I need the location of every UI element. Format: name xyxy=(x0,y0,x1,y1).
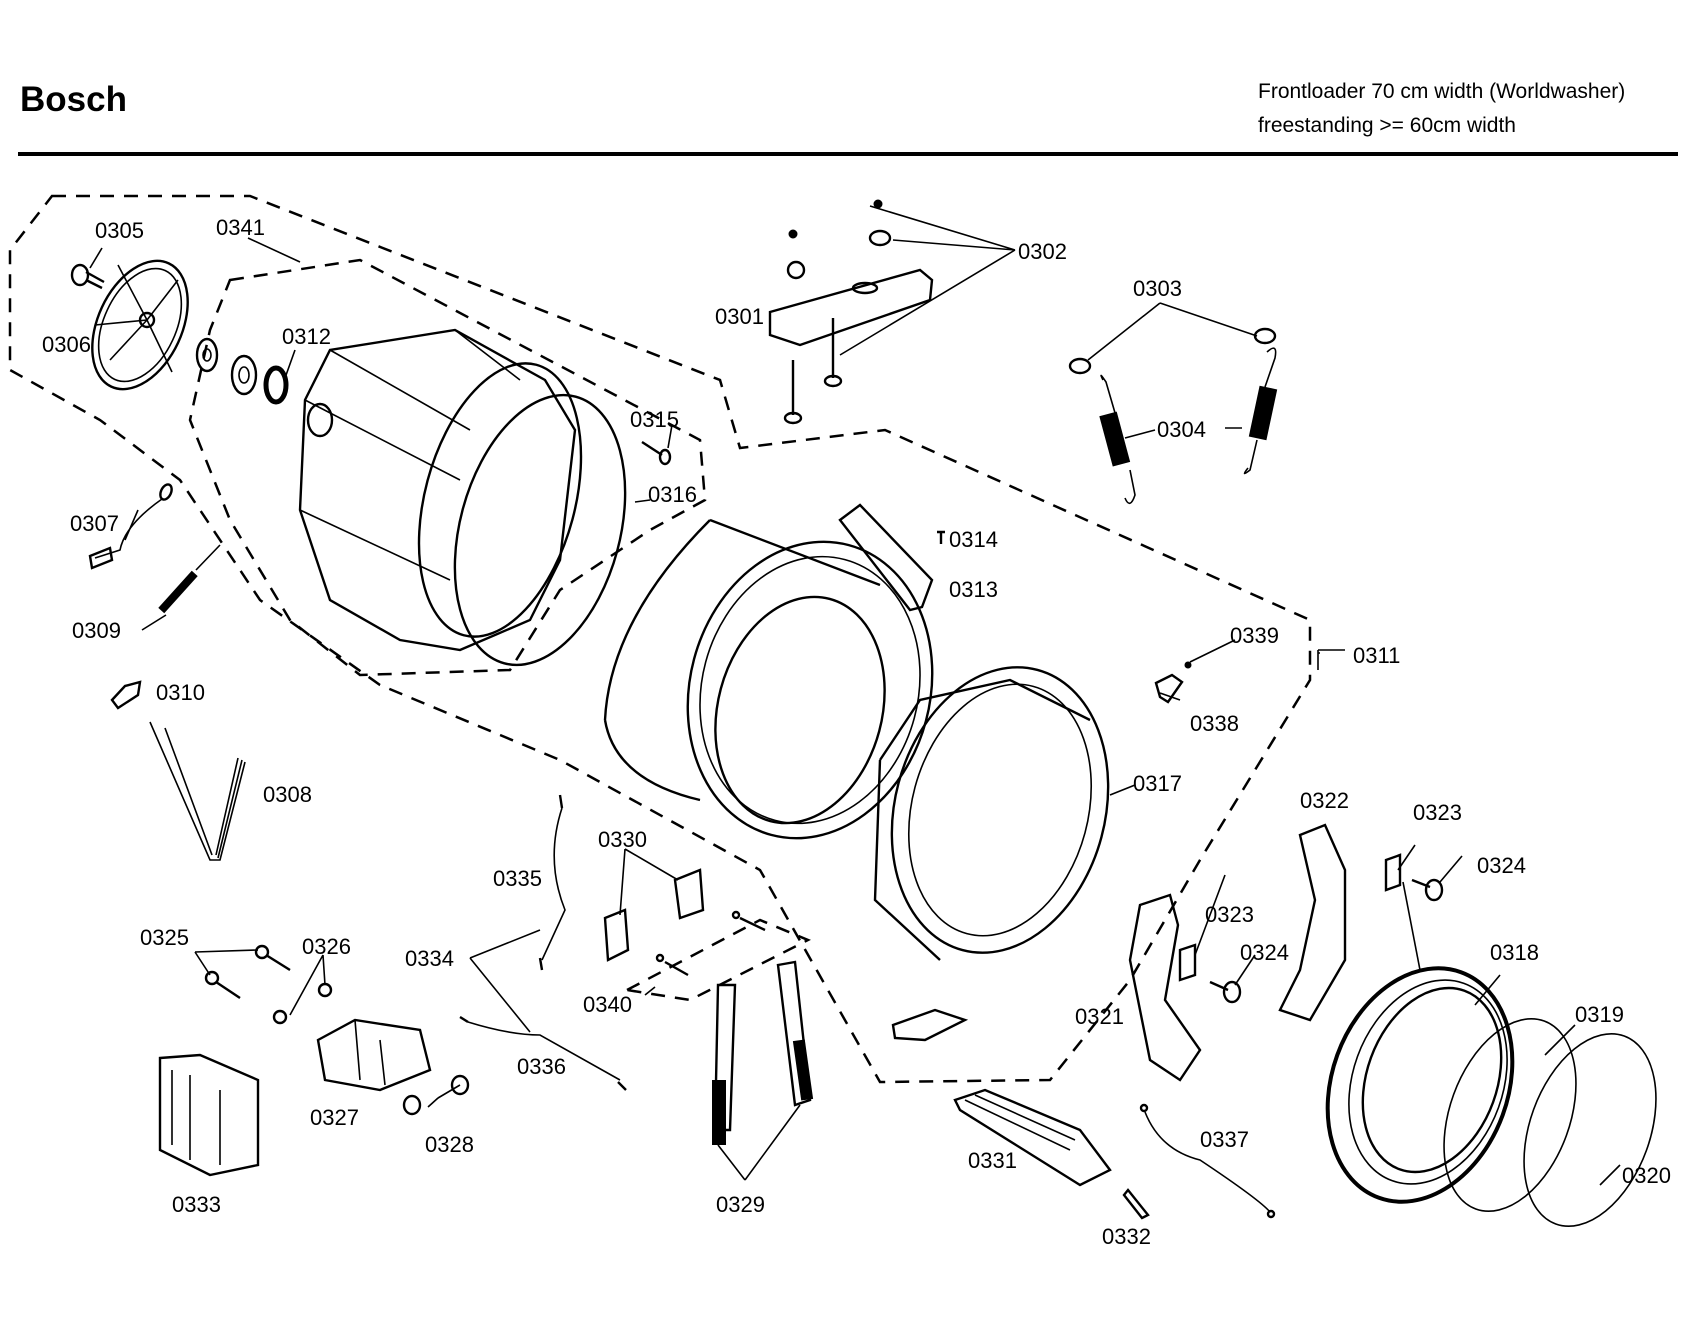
label-0324-upper: 0324 xyxy=(1477,853,1526,878)
label-0317: 0317 xyxy=(1133,771,1182,796)
label-0313: 0313 xyxy=(949,577,998,602)
brand-title: Bosch xyxy=(20,80,127,119)
label-0312: 0312 xyxy=(282,324,331,349)
label-0340: 0340 xyxy=(583,992,632,1017)
label-0302: 0302 xyxy=(1018,239,1067,264)
label-0304: 0304 xyxy=(1157,417,1206,442)
label-0324-lower: 0324 xyxy=(1240,940,1289,965)
label-0310: 0310 xyxy=(156,680,205,705)
spring-part-0309[interactable] xyxy=(141,544,221,631)
header-divider xyxy=(18,152,1678,156)
clip-part-0310[interactable] xyxy=(110,680,142,710)
label-0318: 0318 xyxy=(1490,940,1539,965)
label-0308: 0308 xyxy=(263,782,312,807)
pulley-part-0306[interactable] xyxy=(73,246,207,405)
screw-part-0314[interactable] xyxy=(937,530,945,544)
label-0323-lower: 0323 xyxy=(1205,902,1254,927)
label-0311: 0311 xyxy=(1353,643,1400,668)
label-0334: 0334 xyxy=(405,946,454,971)
drive-belt-part-0308[interactable] xyxy=(149,721,246,861)
label-0339: 0339 xyxy=(1230,623,1279,648)
label-0328: 0328 xyxy=(425,1132,474,1157)
group-boundary-0340 xyxy=(623,918,811,1002)
label-0333: 0333 xyxy=(172,1192,221,1217)
sensor-part-0338[interactable] xyxy=(1154,673,1184,704)
label-0325: 0325 xyxy=(140,925,189,950)
wire-part-0336[interactable] xyxy=(459,1015,627,1091)
group-boundary-outer-tub xyxy=(8,194,1312,1084)
hinge-part-0322[interactable] xyxy=(1278,823,1347,1022)
label-0319: 0319 xyxy=(1575,1002,1624,1027)
clamp-ring-part-0319[interactable] xyxy=(1419,1001,1600,1230)
group-boundary-inner-tub-0341 xyxy=(188,258,707,677)
label-0321: 0321 xyxy=(1075,1004,1124,1029)
label-0331: 0331 xyxy=(968,1148,1017,1173)
label-0336: 0336 xyxy=(517,1054,566,1079)
label-0305: 0305 xyxy=(95,218,144,243)
tub-seal-part-0316[interactable] xyxy=(427,376,653,684)
model-description-line-1: Frontloader 70 cm width (Worldwasher) xyxy=(1258,80,1626,103)
bushings-part-0328[interactable] xyxy=(402,1074,470,1116)
label-0337: 0337 xyxy=(1200,1127,1249,1152)
bolt-part-0305[interactable] xyxy=(70,263,105,290)
screw-part-0324-upper[interactable] xyxy=(1411,878,1444,902)
label-0329: 0329 xyxy=(716,1192,765,1217)
bearings-part-0312[interactable] xyxy=(195,337,289,405)
drum-paddle-part-0313[interactable] xyxy=(838,503,934,612)
door-seal-part-0318[interactable] xyxy=(1296,942,1543,1228)
label-0314: 0314 xyxy=(949,527,998,552)
shock-absorbers-part-0329[interactable] xyxy=(712,960,814,1145)
label-0327: 0327 xyxy=(310,1105,359,1130)
plate-part-0323-upper[interactable] xyxy=(1384,853,1402,892)
plate-part-0323-lower[interactable] xyxy=(1178,943,1197,982)
washers-part-0303[interactable] xyxy=(1068,327,1277,375)
bolts-washers-part-0302[interactable] xyxy=(783,199,892,425)
model-description-line-2: freestanding >= 60cm width xyxy=(1258,114,1516,137)
label-0332: 0332 xyxy=(1102,1224,1151,1249)
wire-part-0335[interactable] xyxy=(538,794,566,971)
screw-part-0324-lower[interactable] xyxy=(1209,980,1242,1004)
wire-part-0337[interactable] xyxy=(1139,1103,1276,1219)
heater-part-0331[interactable] xyxy=(953,1088,1112,1187)
tub-front-part-0317[interactable] xyxy=(861,643,1139,977)
label-0301: 0301 xyxy=(715,304,764,329)
label-0330: 0330 xyxy=(598,827,647,852)
hinge-part-0321[interactable] xyxy=(1128,893,1202,1082)
tub-rear-part-0341[interactable] xyxy=(298,328,609,655)
label-0309: 0309 xyxy=(72,618,121,643)
bracket-part-unlabeled[interactable] xyxy=(891,1008,969,1042)
label-0341: 0341 xyxy=(216,215,265,240)
label-0322: 0322 xyxy=(1300,788,1349,813)
control-module-part-0333[interactable] xyxy=(158,1053,260,1177)
counterweight-bracket-part-0301[interactable] xyxy=(768,260,934,347)
drum-part-0311[interactable] xyxy=(603,514,965,866)
label-0323-upper: 0323 xyxy=(1413,800,1462,825)
screw-part-0339[interactable] xyxy=(1184,661,1192,669)
label-0303: 0303 xyxy=(1133,276,1182,301)
label-0315: 0315 xyxy=(630,407,679,432)
label-0338: 0338 xyxy=(1190,711,1239,736)
label-0326: 0326 xyxy=(302,934,351,959)
label-0307: 0307 xyxy=(70,511,119,536)
clamp-ring-part-0320[interactable] xyxy=(1499,1016,1680,1245)
nuts-part-0326[interactable] xyxy=(272,982,333,1025)
springs-part-0304[interactable] xyxy=(1099,347,1278,505)
label-0316: 0316 xyxy=(648,482,697,507)
screw-part-0315[interactable] xyxy=(641,440,672,466)
counterweights-part-0330[interactable] xyxy=(603,868,705,962)
bolts-part-0340[interactable] xyxy=(655,910,766,977)
label-0335: 0335 xyxy=(493,866,542,891)
pump-part-0327[interactable] xyxy=(316,1018,432,1092)
label-0306: 0306 xyxy=(42,332,91,357)
leader-lines xyxy=(89,205,1621,1186)
label-0320: 0320 xyxy=(1622,1163,1671,1188)
sensor-part-0332[interactable] xyxy=(1122,1188,1150,1220)
screws-part-0325[interactable] xyxy=(204,944,291,999)
